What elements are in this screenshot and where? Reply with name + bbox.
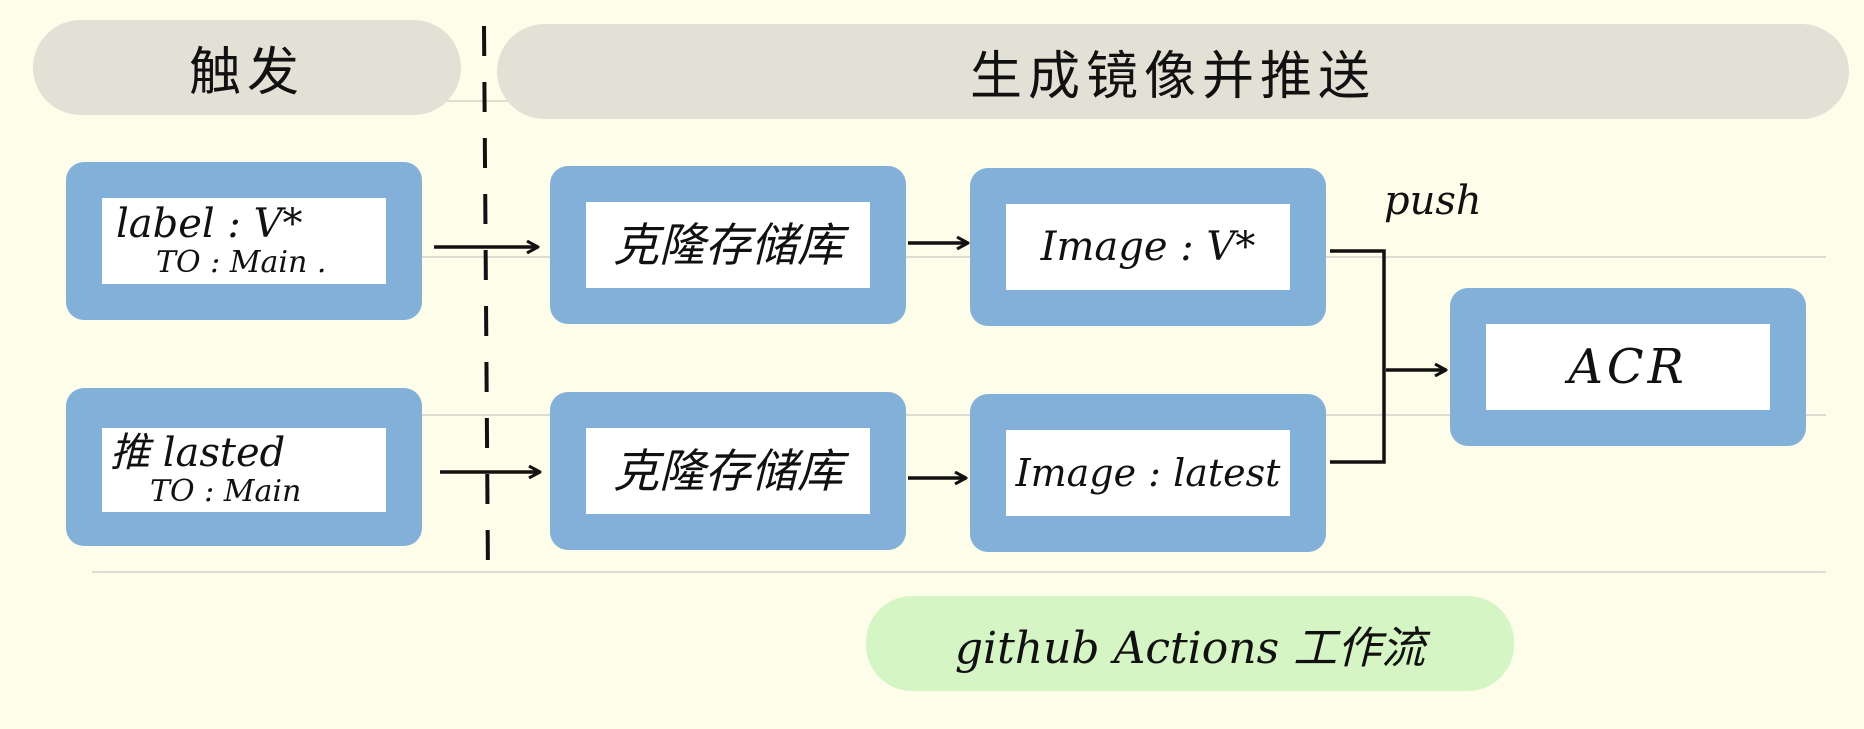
- trigger-tag-line1: label : V*: [116, 201, 303, 247]
- header-build-push-label: 生成镜像并推送: [969, 47, 1376, 107]
- notebook-rule: [92, 571, 1826, 573]
- header-trigger-label: 触发: [188, 43, 305, 103]
- notebook-rule: [92, 414, 1826, 416]
- header-build-push: 生成镜像并推送: [497, 24, 1849, 119]
- image-tag-label: Image : V*: [1040, 224, 1256, 270]
- clone-repo-2-label: 克隆存储库: [613, 444, 843, 498]
- clone-repo-1-label: 克隆存储库: [613, 218, 843, 272]
- trigger-tag-line2: TO : Main .: [156, 245, 327, 280]
- node-image-tag: Image : V*: [970, 168, 1326, 326]
- notebook-rule: [92, 256, 1826, 258]
- trigger-latest-line2: TO : Main: [150, 474, 302, 509]
- node-acr: ACR: [1450, 288, 1806, 446]
- node-clone-repo-2: 克隆存储库: [550, 392, 906, 550]
- trigger-latest-line1: 推 lasted: [110, 430, 286, 476]
- header-trigger: 触发: [33, 20, 461, 115]
- acr-label: ACR: [1568, 339, 1688, 395]
- bracket-images-to-acr: [1330, 249, 1386, 464]
- node-trigger-tag: label : V* TO : Main .: [66, 162, 422, 320]
- node-trigger-latest: 推 lasted TO : Main: [66, 388, 422, 546]
- footer-github-actions-label: github Actions 工作流: [954, 622, 1426, 674]
- divider-dashed-line: [482, 25, 490, 577]
- node-clone-repo-1: 克隆存储库: [550, 166, 906, 324]
- footer-github-actions: github Actions 工作流: [866, 596, 1514, 691]
- node-image-latest: Image : latest: [970, 394, 1326, 552]
- edge-label-push: push: [1384, 178, 1482, 224]
- image-latest-label: Image : latest: [1015, 451, 1281, 495]
